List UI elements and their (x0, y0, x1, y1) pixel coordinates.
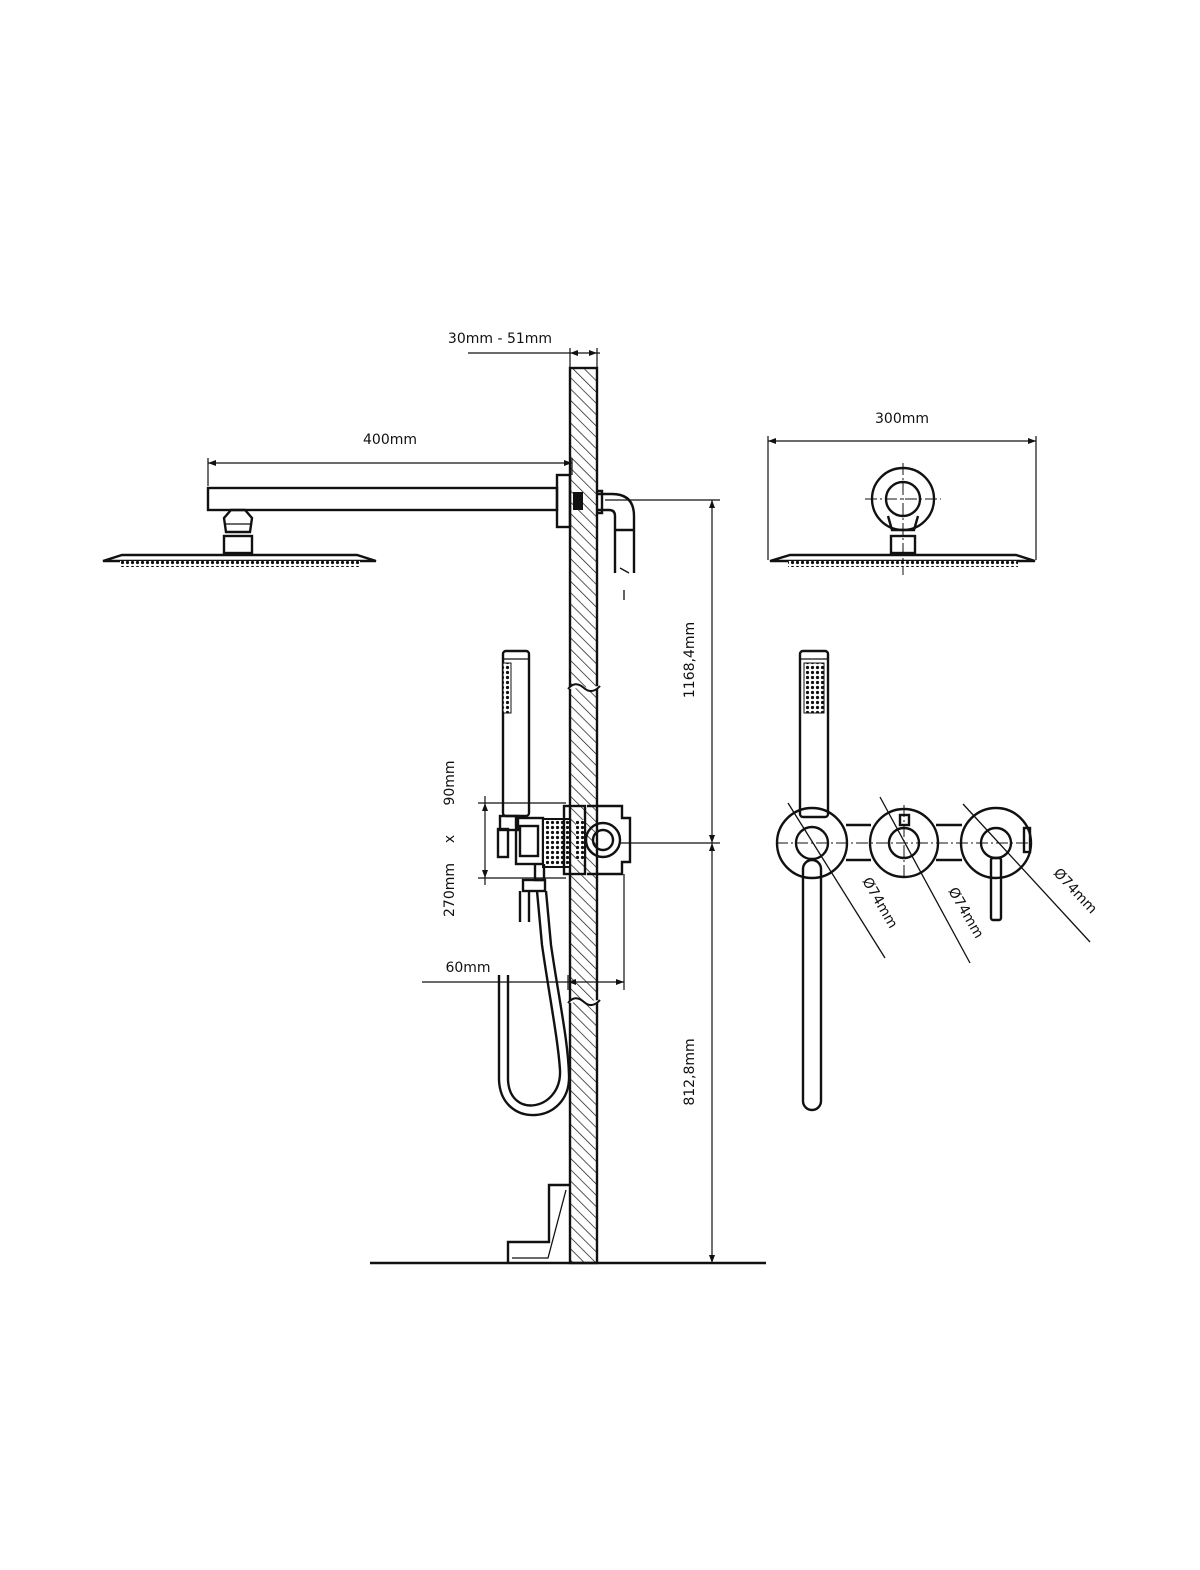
diameter-label-1: Ø74mm (859, 875, 901, 932)
hand-shower-side (496, 649, 632, 1117)
wall-section (567, 366, 601, 1265)
shower-arm-side: 400mm (102, 432, 636, 600)
diameter-label-3: Ø74mm (1050, 865, 1100, 917)
height-lower-label: 812,8mm (682, 1038, 698, 1105)
height-dimensions: 1168,4mm 812,8mm (600, 499, 720, 1264)
recess-dimension: 60mm (422, 874, 625, 990)
height-upper-label: 1168,4mm (682, 622, 698, 698)
box-height-label: 270mm (442, 863, 458, 917)
head-width-label: 300mm (875, 411, 929, 427)
wall-thickness-label: 30mm - 51mm (448, 331, 552, 347)
floor-wedge (506, 1183, 570, 1263)
arm-length-label: 400mm (363, 432, 417, 448)
diameter-label-2: Ø74mm (945, 885, 987, 942)
recess-label: 60mm (445, 960, 490, 976)
box-dimensions: 90mm x 270mm (442, 760, 566, 917)
shower-head-front-view: 300mm (767, 411, 1037, 575)
box-x-label: x (442, 835, 458, 843)
wall-thickness-dimension: 30mm - 51mm (448, 331, 600, 368)
mixer-front-view: Ø74mm Ø74mm Ø74mm (775, 649, 1100, 1112)
box-depth-label: 90mm (442, 760, 458, 805)
